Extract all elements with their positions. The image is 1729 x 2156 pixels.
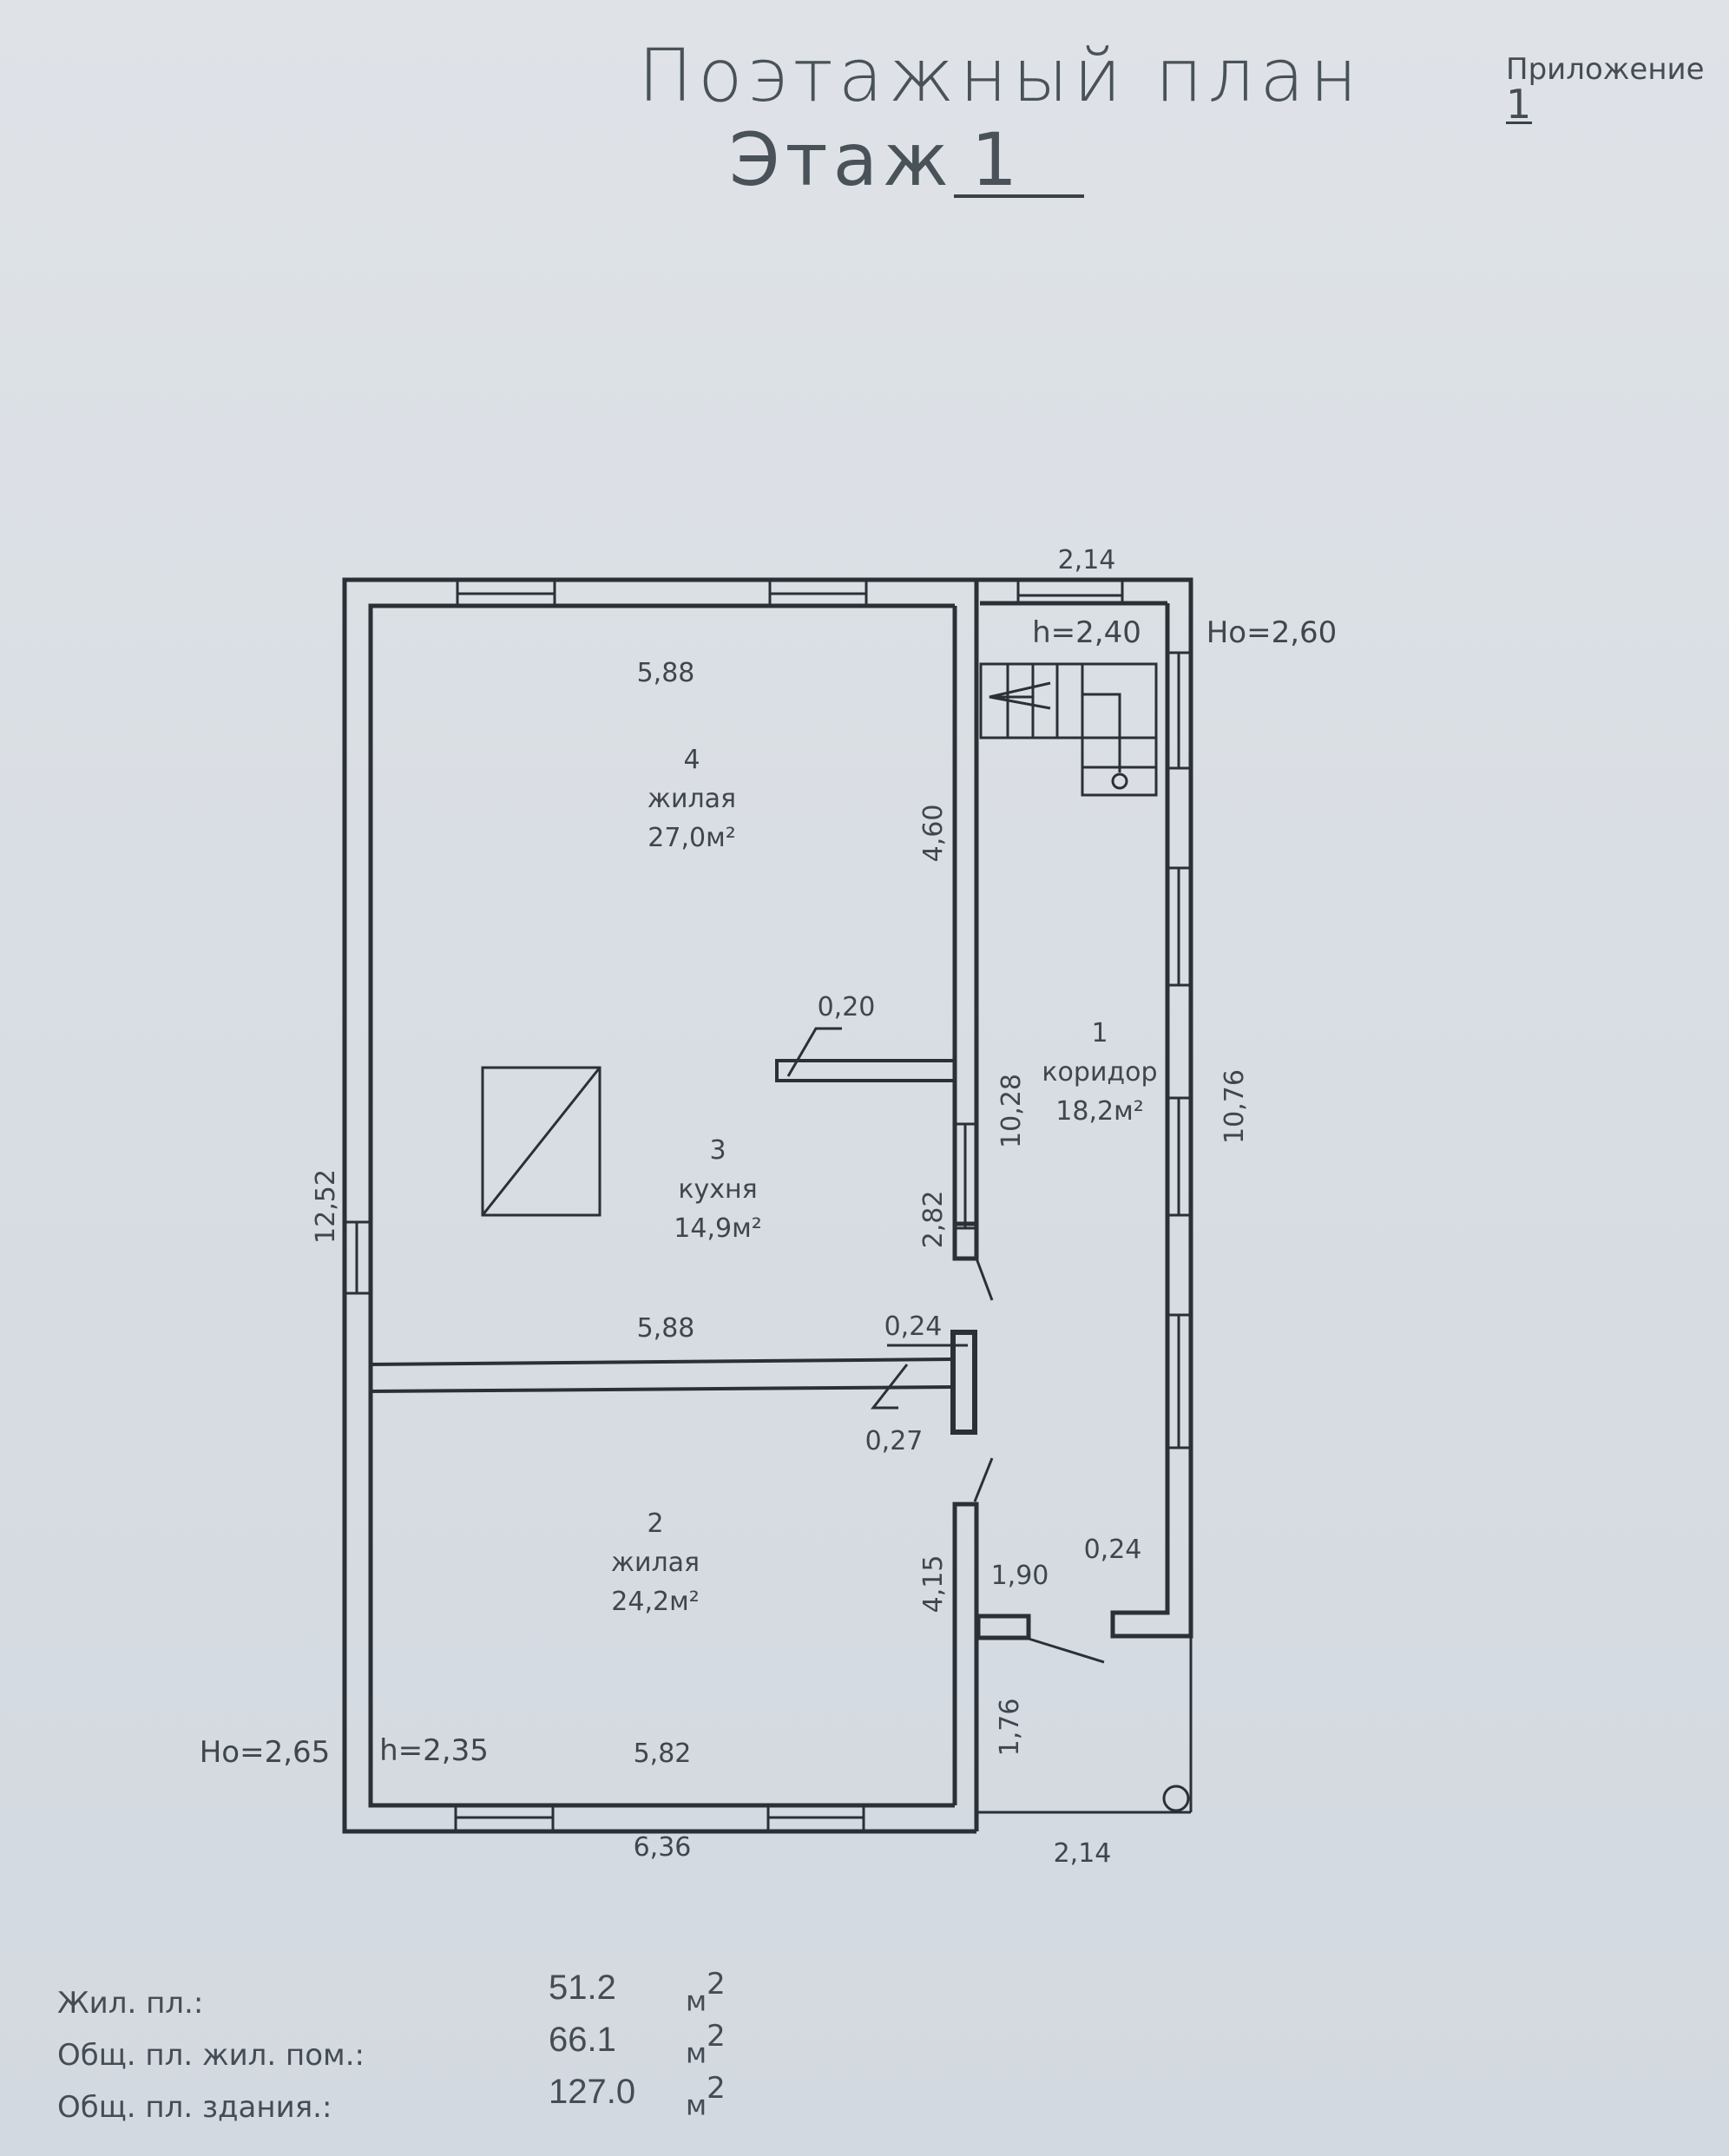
summary-row-total-building: Общ. пл. здания.: 127.0 м2: [57, 2071, 838, 2125]
room4-number: 4: [683, 745, 700, 775]
dim-partition-020: 0,20: [818, 992, 876, 1022]
summary-value: 51.2: [549, 1969, 616, 2007]
plan-title: Поэтажный план: [638, 33, 1363, 118]
dim-room4-width: 5,88: [637, 658, 695, 688]
room3-number: 3: [709, 1135, 726, 1166]
summary-row-total-living-premises: Общ. пл. жил. пом.: 66.1 м2: [57, 2019, 838, 2073]
appendix-number: 1: [1506, 81, 1532, 128]
unit-exponent: 2: [707, 2071, 726, 2106]
dim-entrance-width: 1,90: [991, 1561, 1049, 1591]
room4-area: 27,0м²: [648, 823, 735, 853]
summary-label: Жил. пл.:: [57, 1986, 204, 2021]
dim-room2-width: 5,82: [634, 1739, 692, 1769]
height-room2: h=2,35: [379, 1733, 489, 1768]
exterior-walls: [342, 577, 1193, 1834]
height-ho-left: Ho=2,65: [200, 1735, 331, 1770]
room1-name: коридор: [1042, 1057, 1157, 1088]
summary-label: Общ. пл. здания.:: [57, 2090, 332, 2125]
dim-room4-partition: 4,60: [918, 805, 949, 863]
room1-area: 18,2м²: [1055, 1096, 1143, 1127]
dim-room3-width: 5,88: [637, 1313, 695, 1344]
dim-wall-024-mid: 0,24: [884, 1311, 943, 1342]
summary-unit: м2: [686, 1967, 726, 2018]
windows-top: [456, 580, 1124, 606]
partition-window: [955, 1122, 976, 1230]
porch-outline: [976, 1636, 1193, 1814]
room4-name: жилая: [648, 784, 736, 814]
room3-name: кухня: [678, 1174, 757, 1205]
dim-corridor-inner: 10,28: [996, 1074, 1027, 1148]
window-left: [345, 1220, 371, 1295]
summary-row-living-area: Жил. пл.: 51.2 м2: [57, 1967, 838, 2021]
height-stair: h=2,40: [1032, 615, 1141, 650]
room2-number: 2: [647, 1509, 663, 1539]
unit-exponent: 2: [707, 2019, 726, 2054]
dim-corridor-outer: 10,76: [1220, 1069, 1250, 1144]
dim-kitchen-partition: 2,82: [918, 1191, 949, 1249]
appendix-label: Приложение: [1506, 52, 1705, 87]
stove-icon: [481, 1066, 602, 1217]
height-ho-right: Ho=2,60: [1206, 615, 1338, 650]
doors: [973, 1258, 1105, 1664]
dim-top-right-width: 2,14: [1058, 545, 1116, 575]
summary-value: 66.1: [549, 2021, 616, 2059]
room1-number: 1: [1091, 1018, 1108, 1048]
room2-name: жилая: [611, 1548, 700, 1578]
unit-text: м: [686, 2036, 707, 2070]
dim-bottom-total: 6,36: [634, 1832, 692, 1863]
floor-label: Этаж: [729, 117, 954, 202]
summary-value: 127.0: [549, 2073, 636, 2111]
unit-text: м: [686, 1984, 707, 2018]
dim-left-total: 12,52: [311, 1169, 341, 1244]
staircase: [979, 662, 1158, 797]
floor-number: 1: [953, 123, 1084, 198]
unit-text: м: [686, 2088, 707, 2122]
room2-area: 24,2м²: [611, 1587, 699, 1617]
dim-bottom-right: 2,14: [1054, 1838, 1112, 1869]
dim-room2-partition: 4,15: [918, 1555, 949, 1614]
summary-unit: м2: [686, 2019, 726, 2070]
dim-wall-024-right: 0,24: [1084, 1535, 1142, 1565]
room3-area: 14,9м²: [674, 1213, 761, 1244]
area-summary: Жил. пл.: 51.2 м2 Общ. пл. жил. пом.: 66…: [57, 1967, 838, 2125]
plan-labels: 2,14 h=2,40 Ho=2,60 5,88 4 жилая 27,0м² …: [200, 545, 1338, 1869]
partition-room2: [952, 1502, 1031, 1831]
partition-kitchen-room2: [370, 1330, 977, 1435]
appendix-heading: Приложение1: [1506, 52, 1729, 126]
summary-label: Общ. пл. жил. пом.:: [57, 2038, 365, 2073]
windows-right: [1167, 651, 1191, 1449]
unit-exponent: 2: [707, 1967, 726, 2002]
dim-porch-length: 1,76: [995, 1699, 1025, 1757]
partition-stub: [775, 1027, 955, 1082]
dim-wall-027: 0,27: [865, 1426, 924, 1456]
windows-bottom: [454, 1805, 865, 1831]
summary-unit: м2: [686, 2071, 726, 2122]
